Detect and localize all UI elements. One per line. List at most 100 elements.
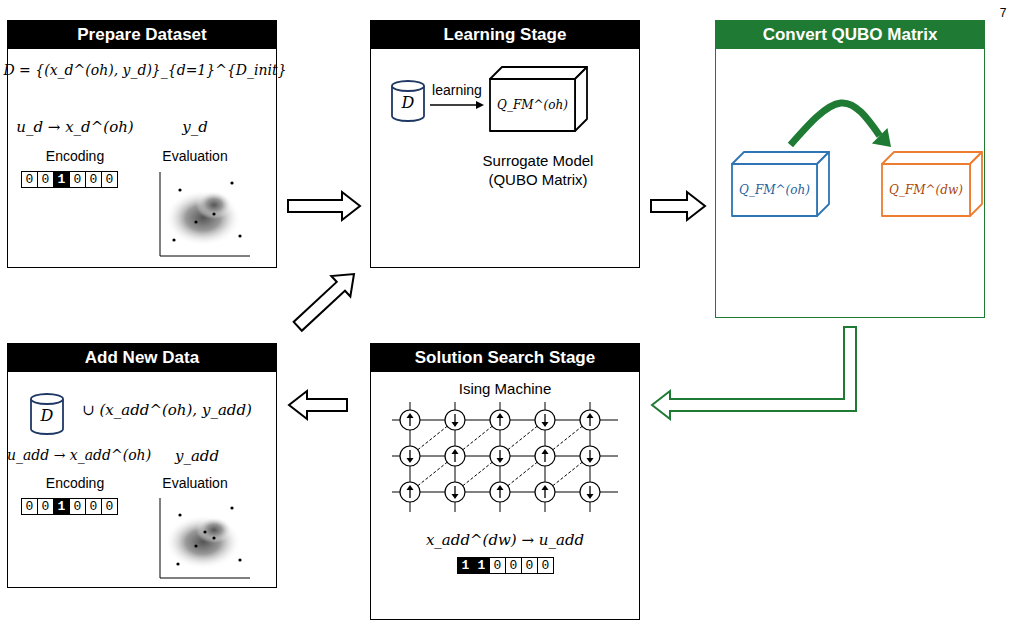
spin-arrow — [409, 489, 410, 498]
spin-arrow — [544, 414, 545, 423]
stage-panel: Add New DataD — [7, 343, 277, 588]
spin-arrowhead — [542, 422, 549, 427]
connector-curve — [790, 103, 879, 145]
ising-lattice — [392, 402, 618, 512]
spin-site — [535, 446, 555, 466]
matrix-symbol: Q_FM^(oh) — [497, 98, 568, 112]
edge-label: learning — [431, 82, 483, 98]
stage-panel: Convert QUBO MatrixQ_FM^(oh) Q_FM^(dw) — [715, 20, 985, 318]
matrix-symbol: Q_FM^(dw) — [889, 183, 963, 197]
caption-text: Encoding — [46, 475, 104, 491]
spin-site — [445, 446, 465, 466]
flow-arrow — [652, 326, 850, 419]
spin-arrow — [499, 489, 500, 498]
spin-arrowhead — [497, 485, 504, 490]
spin-arrow — [499, 450, 500, 459]
spin-arrowhead — [542, 485, 549, 490]
formula: u_d → x_d^(oh) — [16, 118, 133, 136]
spin-arrow — [454, 453, 455, 462]
dataset-symbol: D — [391, 93, 425, 112]
bit-cell: 0 — [521, 557, 538, 574]
spin-arrowhead — [452, 422, 459, 427]
flow-arrow — [289, 391, 348, 419]
spin-arrow — [589, 417, 590, 426]
panel-header: Learning Stage — [371, 21, 639, 49]
panel-header: Convert QUBO Matrix — [716, 21, 984, 49]
spin-arrow — [544, 453, 545, 462]
bit-cell: 0 — [69, 171, 86, 188]
bit-cell: 0 — [85, 171, 102, 188]
spin-site — [580, 410, 600, 430]
spin-site — [400, 482, 420, 502]
dataset-symbol: D — [30, 406, 64, 425]
density-blob — [196, 191, 232, 219]
panel-header: Solution Search Stage — [371, 344, 639, 372]
spin-arrowhead — [407, 485, 414, 490]
bit-cell: 0 — [37, 498, 54, 515]
page-number: 7 — [1000, 6, 1007, 20]
spin-site — [580, 482, 600, 502]
spin-arrowhead — [497, 458, 504, 463]
caption-text: Evaluation — [162, 148, 227, 164]
formula: y_add — [175, 447, 219, 465]
arrow-fill — [298, 284, 343, 325]
spin-arrow — [454, 414, 455, 423]
qubo-matrix-cube: Q_FM^(dw) — [881, 151, 983, 217]
lattice-line — [500, 402, 501, 512]
spin-site — [535, 482, 555, 502]
bit-cell: 0 — [21, 171, 38, 188]
formula: D = {(x_d^(oh), y_d)}_{d=1}^{D_init} — [3, 62, 286, 78]
spin-arrow — [499, 417, 500, 426]
bit-cell: 0 — [37, 171, 54, 188]
density-blob — [165, 190, 241, 246]
spin-arrowhead — [452, 494, 459, 499]
bit-cell: 1 — [53, 171, 70, 188]
formula: ∪ (x_add^(oh), y_add) — [82, 401, 252, 419]
qubo-matrix-cube: Q_FM^(oh) — [489, 66, 588, 132]
density-blob — [196, 517, 232, 543]
formula: x_add^(dw) → u_add — [426, 531, 584, 549]
caption-text: Evaluation — [162, 475, 227, 491]
arrow-fill — [289, 201, 345, 211]
bit-cell: 0 — [85, 498, 102, 515]
spin-site — [400, 446, 420, 466]
dataset-cylinder: D — [391, 79, 425, 123]
formula: y_d — [182, 118, 208, 136]
spin-site — [535, 410, 555, 430]
matrix-symbol: Q_FM^(oh) — [739, 183, 810, 197]
spin-arrowhead — [587, 413, 594, 418]
flow-arrow — [790, 103, 891, 147]
arrow-head — [476, 101, 484, 109]
bit-cell: 0 — [101, 498, 118, 515]
lattice-line — [410, 402, 411, 512]
bit-cell: 1 — [473, 557, 490, 574]
spin-arrowhead — [407, 458, 414, 463]
spin-site — [445, 410, 465, 430]
sample-dots — [172, 181, 241, 241]
caption-text: Encoding — [46, 148, 104, 164]
spin-site — [490, 482, 510, 502]
caption-text: Surrogate Model (QUBO Matrix) — [458, 152, 618, 190]
evaluation-plot — [160, 498, 250, 578]
flow-arrow — [430, 101, 484, 109]
lattice-line — [545, 402, 546, 512]
spin-site — [445, 482, 465, 502]
spin-site — [490, 410, 510, 430]
dataset-cylinder: D — [30, 392, 64, 436]
sample-dots — [176, 506, 241, 565]
panel-header: Add New Data — [8, 344, 276, 372]
arrow-fill — [667, 328, 850, 405]
spin-arrow — [409, 417, 410, 426]
panel-header: Prepare Dataset — [8, 21, 276, 49]
spin-arrowhead — [587, 458, 594, 463]
spin-arrow — [589, 450, 590, 459]
bit-cell: 0 — [21, 498, 38, 515]
qubo-matrix-cube: Q_FM^(oh) — [731, 151, 830, 217]
bit-cell: 0 — [489, 557, 506, 574]
stage-panel: Learning StageD Q_FM^(oh) — [370, 20, 640, 268]
spin-arrowhead — [542, 449, 549, 454]
flow-arrow — [287, 192, 360, 220]
evaluation-plot — [160, 172, 250, 256]
spin-site — [490, 446, 510, 466]
arrow-fill — [304, 400, 346, 410]
